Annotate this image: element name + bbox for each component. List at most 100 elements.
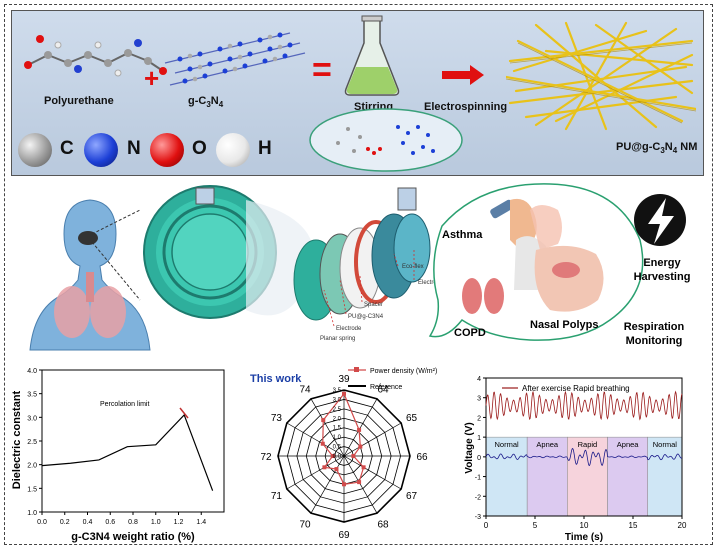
lightning-icon <box>634 194 686 246</box>
radar-point <box>342 391 346 396</box>
radar-radial-label: 2.5 <box>333 407 342 413</box>
energy-label-1: Energy <box>643 257 681 269</box>
energy-label-2: Harvesting <box>634 271 691 283</box>
layer-label-ecoflex: Eco-flex <box>402 264 424 270</box>
radar-spoke <box>343 422 402 457</box>
x-tick-label: 0.4 <box>83 519 93 526</box>
copd-label: COPD <box>454 327 486 339</box>
radar-radial-label: 3.0 <box>333 397 342 403</box>
radar-spoke-label: 72 <box>260 452 272 463</box>
rapid-breathing-series <box>485 390 683 421</box>
radar-point <box>321 418 326 423</box>
x-tick-label: 0.0 <box>37 519 47 526</box>
radar-spoke <box>286 455 345 490</box>
radar-point <box>351 454 356 458</box>
radar-point <box>357 427 362 432</box>
segment-band <box>485 436 528 517</box>
segment-label: Apnea <box>536 440 559 449</box>
segment-band <box>647 436 683 517</box>
polyurethane-label: Polyurethane <box>44 95 114 107</box>
segment-label: Apnea <box>617 440 640 449</box>
y-tick-label: 4 <box>477 376 481 383</box>
y-tick-label: 2.0 <box>27 463 37 470</box>
x-tick-label: 1.2 <box>174 519 184 526</box>
x-tick-label: 0.2 <box>60 519 70 526</box>
device-disc <box>143 185 277 319</box>
y-tick-label: 2 <box>477 415 481 422</box>
radar-point <box>322 465 327 470</box>
y-tick-label: 3.5 <box>27 392 37 399</box>
radar-spoke-label: 73 <box>271 413 283 424</box>
x-tick-label: 1.4 <box>196 519 206 526</box>
radar-point <box>330 454 335 458</box>
layer-label-electrode-top: Electrode <box>418 280 444 286</box>
y-tick-label: 4.0 <box>27 368 37 375</box>
segment-label: Normal <box>494 440 519 449</box>
voltage-x-label: Time (s) <box>565 532 603 543</box>
radar-spoke <box>343 455 378 514</box>
radar-point <box>342 482 346 487</box>
layer-label-spacer: Spacer <box>364 302 383 308</box>
y-tick-label: 1 <box>477 435 481 442</box>
process-arrow <box>442 65 484 85</box>
x-tick-label: 1.0 <box>151 519 161 526</box>
plus-sign: + <box>144 63 160 93</box>
radar-radial-label: 0.0 <box>333 454 342 460</box>
respiration-label-2: Monitoring <box>626 335 683 347</box>
radar-spoke-label: 71 <box>271 491 283 502</box>
breathing-pattern-series <box>485 447 683 467</box>
radar-spoke-label: 65 <box>406 413 418 424</box>
segment-label: Rapid <box>578 440 598 449</box>
x-tick-label: 15 <box>629 521 638 530</box>
dielectric-x-label: g-C3N4 weight ratio (%) <box>71 531 195 543</box>
layer-label-pu-gc3n4: PU@g-C3N4 <box>348 314 384 320</box>
x-tick-label: 0.6 <box>105 519 115 526</box>
oxygen-atom-icon <box>150 133 184 167</box>
y-tick-label: 3 <box>477 396 481 403</box>
radar-point <box>357 480 362 485</box>
y-tick-label: 3.0 <box>27 415 37 422</box>
radar-spoke <box>343 398 378 457</box>
radar-spoke-label: 74 <box>299 384 311 395</box>
nitrogen-symbol: N <box>127 138 141 159</box>
radar-spoke-label: 69 <box>338 530 350 541</box>
hydrogen-atom-icon <box>216 133 250 167</box>
gc3n4-label: g-C3N4 <box>188 95 224 110</box>
dielectric-series <box>41 413 214 491</box>
dielectric-y-label: Dielectric constant <box>11 390 23 489</box>
radar-spoke <box>286 422 345 457</box>
radar-radial-label: 1.0 <box>333 435 342 441</box>
y-tick-label: 2.5 <box>27 439 37 446</box>
nanofiber-mat <box>506 21 696 131</box>
radar-spoke-label: 70 <box>299 520 311 531</box>
y-tick-label: 1.5 <box>27 486 37 493</box>
respiration-label-1: Respiration <box>624 321 685 333</box>
radar-spoke <box>310 455 345 514</box>
application-bubble <box>428 183 644 341</box>
equals-sign: = <box>312 51 332 89</box>
oxygen-symbol: O <box>192 138 207 159</box>
radar-legend-power: Power density (W/m²) <box>370 368 437 375</box>
radar-point <box>320 441 325 446</box>
radar-spoke <box>343 455 402 490</box>
radar-spoke <box>310 398 345 457</box>
figure-frame <box>4 4 713 545</box>
segment-label: Normal <box>653 440 678 449</box>
radar-point <box>361 465 366 470</box>
segment-band <box>526 436 568 517</box>
radar-spoke-label: 66 <box>416 452 428 463</box>
nitrogen-atom-icon <box>84 133 118 167</box>
radar-spoke-label: 64 <box>377 384 389 395</box>
y-tick-label: 1.0 <box>27 510 37 517</box>
gc3n4-structure <box>164 32 306 86</box>
radar-spoke-label: 67 <box>406 491 418 502</box>
layer-label-planar-spring: Planar spring <box>320 336 355 342</box>
y-tick-label: -2 <box>475 494 481 501</box>
radar-title: This work <box>250 373 302 385</box>
flask-icon <box>344 15 400 96</box>
radar-radial-label: 2.0 <box>333 416 342 422</box>
synthesis-panel: Polyurethane + g-C3N4 = Stirring <box>11 10 704 176</box>
polyurethane-molecule <box>24 35 167 77</box>
mixture-inset <box>309 108 463 172</box>
